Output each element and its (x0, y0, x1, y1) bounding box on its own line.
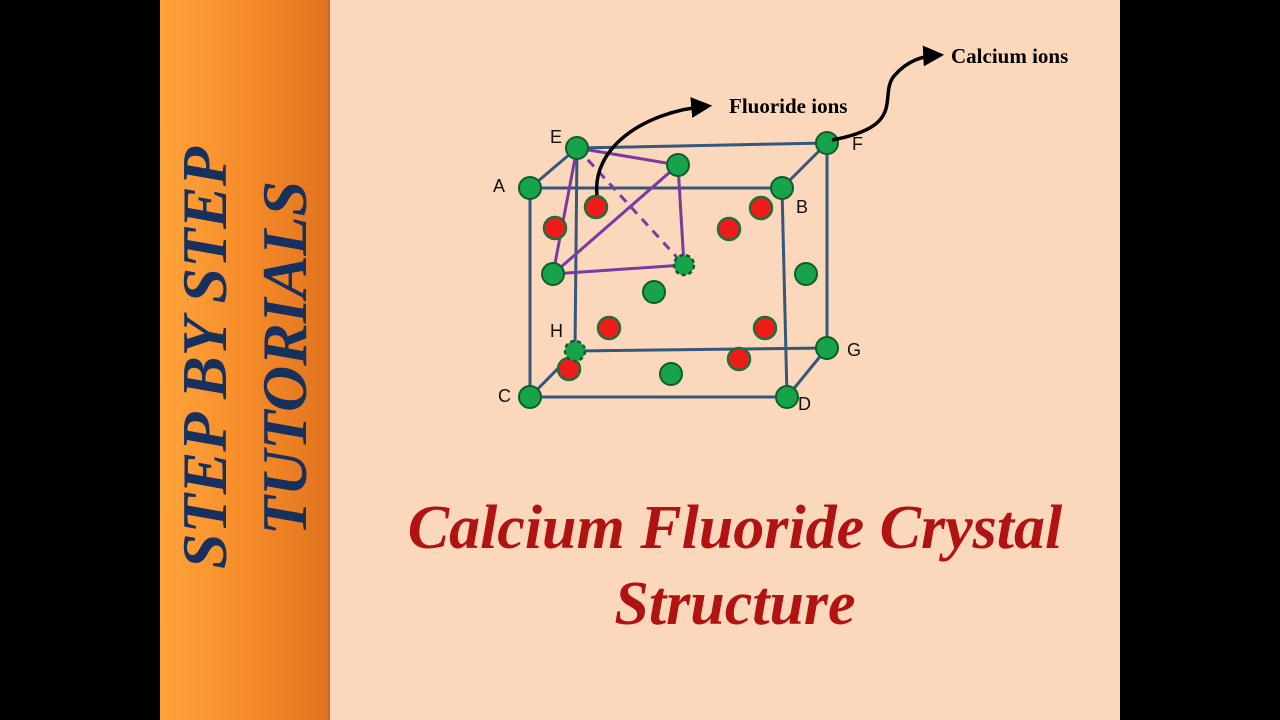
crystal-structure-diagram: E F A B H G C D Calcium ions Fluoride io… (493, 44, 1068, 414)
slide: STEP BY STEP TUTORIALS (160, 0, 1120, 720)
side-banner: STEP BY STEP TUTORIALS (160, 0, 330, 720)
tetra-edge-3 (552, 163, 679, 276)
vertex-label-e: E (550, 127, 562, 147)
vertex-label-g: G (847, 340, 861, 360)
calcium-ion-face-back (672, 253, 696, 277)
calcium-ion-g (815, 336, 839, 360)
fluoride-ion (716, 216, 742, 242)
fluoride-ion (748, 195, 774, 221)
title-line-1: Calcium Fluoride Crystal (407, 494, 1063, 562)
vertex-label-d: D (798, 394, 811, 414)
fluoride-ion (726, 346, 752, 372)
vertex-label-f: F (852, 134, 863, 154)
fluoride-ion (596, 315, 622, 341)
calcium-ion-f (815, 131, 839, 155)
fluoride-ion (752, 315, 778, 341)
tetrahedron (551, 146, 686, 276)
calcium-ions (518, 131, 839, 409)
fluoride-ion (542, 215, 568, 241)
calcium-ion-face-top (666, 153, 690, 177)
page-title: Calcium Fluoride Crystal Structure (370, 490, 1100, 642)
vertex-label-a: A (493, 176, 505, 196)
calcium-ion-d (775, 385, 799, 409)
calcium-arrow (831, 45, 945, 142)
hidden-calcium-ions (563, 253, 696, 363)
tetra-edge-1 (576, 146, 679, 167)
vertex-label-h: H (550, 321, 563, 341)
fluoride-ion (583, 194, 609, 220)
tetra-edge-5 (552, 263, 685, 276)
calcium-ion-e (565, 136, 589, 160)
fluoride-ions (542, 194, 778, 382)
fluoride-arrow (594, 97, 713, 196)
calcium-ion-h (563, 339, 587, 363)
fluoride-ions-label: Fluoride ions (729, 94, 847, 118)
tetra-edge-4 (676, 164, 686, 266)
calcium-ions-label: Calcium ions (951, 44, 1068, 68)
vertex-label-b: B (796, 197, 808, 217)
calcium-ion-face-center (642, 280, 666, 304)
tetra-edge-hidden (575, 146, 686, 267)
calcium-ion-face-bottom (659, 362, 683, 386)
calcium-ion-b (770, 176, 794, 200)
calcium-ion-face-left (541, 262, 565, 286)
title-line-2: Structure (614, 570, 856, 638)
calcium-ion-face-right (794, 262, 818, 286)
calcium-ion-a (518, 176, 542, 200)
fluoride-ion (556, 356, 582, 382)
vertex-label-c: C (498, 386, 511, 406)
calcium-ion-c (518, 385, 542, 409)
tetra-edge-2 (551, 147, 579, 275)
